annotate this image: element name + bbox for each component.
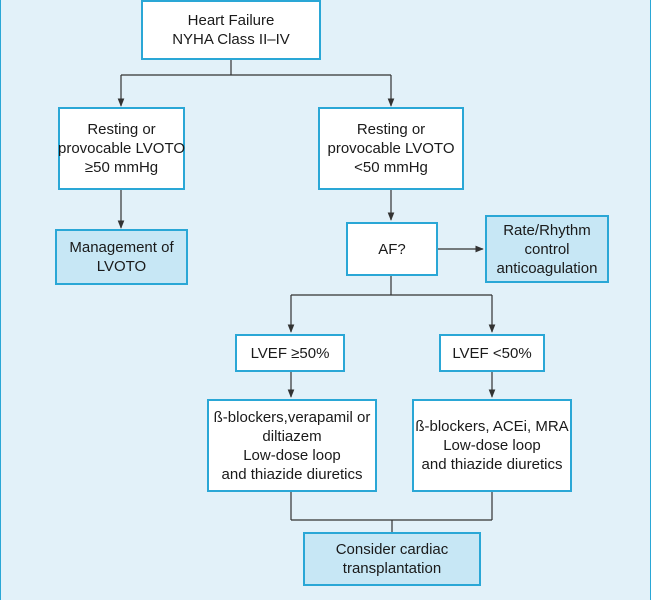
node-text: LVEF <50% xyxy=(452,344,532,362)
node-rate-rhythm: Rate/Rhythm control anticoagulation xyxy=(485,215,609,283)
node-text: LVEF ≥50% xyxy=(250,344,330,362)
node-af: AF? xyxy=(346,222,438,276)
node-text: NYHA Class II–IV xyxy=(172,31,290,48)
node-text: provocable LVOTO xyxy=(58,140,186,157)
node-text: ß-blockers,verapamil or xyxy=(213,408,371,426)
node-text: Resting or xyxy=(87,121,156,138)
node-lvoto-low: Resting or provocable LVOTO <50 mmHg xyxy=(318,107,464,190)
node-text: Rate/Rhythm xyxy=(503,221,591,239)
node-text: ≥50 mmHg xyxy=(84,159,159,176)
node-treatment-reduced: ß-blockers, ACEi, MRA Low-dose loop and … xyxy=(412,399,572,492)
node-management: Management of LVOTO xyxy=(55,229,188,285)
node-text: Heart Failure xyxy=(187,12,275,29)
node-text: LVOTO xyxy=(96,258,147,275)
node-text: ß-blockers, ACEi, MRA xyxy=(415,418,569,435)
node-lvef-high: LVEF ≥50% xyxy=(235,334,345,372)
node-text: and thiazide diuretics xyxy=(421,456,563,473)
node-heart-failure: Heart Failure NYHA Class II–IV xyxy=(141,0,321,60)
node-text: Management of xyxy=(69,239,174,256)
node-text: provocable LVOTO xyxy=(327,140,455,157)
node-text: <50 mmHg xyxy=(354,159,428,176)
node-lvef-low: LVEF <50% xyxy=(439,334,545,372)
node-text: Low-dose loop xyxy=(243,446,341,464)
node-text: anticoagulation xyxy=(496,259,598,277)
node-lvoto-high: Resting or provocable LVOTO ≥50 mmHg xyxy=(58,107,185,190)
node-text: diltiazem xyxy=(262,427,322,445)
node-treatment-preserved: ß-blockers,verapamil or diltiazem Low-do… xyxy=(207,399,377,492)
node-text: and thiazide diuretics xyxy=(221,465,363,483)
node-transplant: Consider cardiac transplantation xyxy=(303,532,481,586)
node-text: Resting or xyxy=(356,121,426,138)
node-text: transplantation xyxy=(342,560,442,577)
node-text: Consider cardiac xyxy=(335,541,449,558)
node-text: control xyxy=(524,240,570,258)
node-text: AF? xyxy=(378,240,406,258)
node-text: Low-dose loop xyxy=(443,437,541,454)
